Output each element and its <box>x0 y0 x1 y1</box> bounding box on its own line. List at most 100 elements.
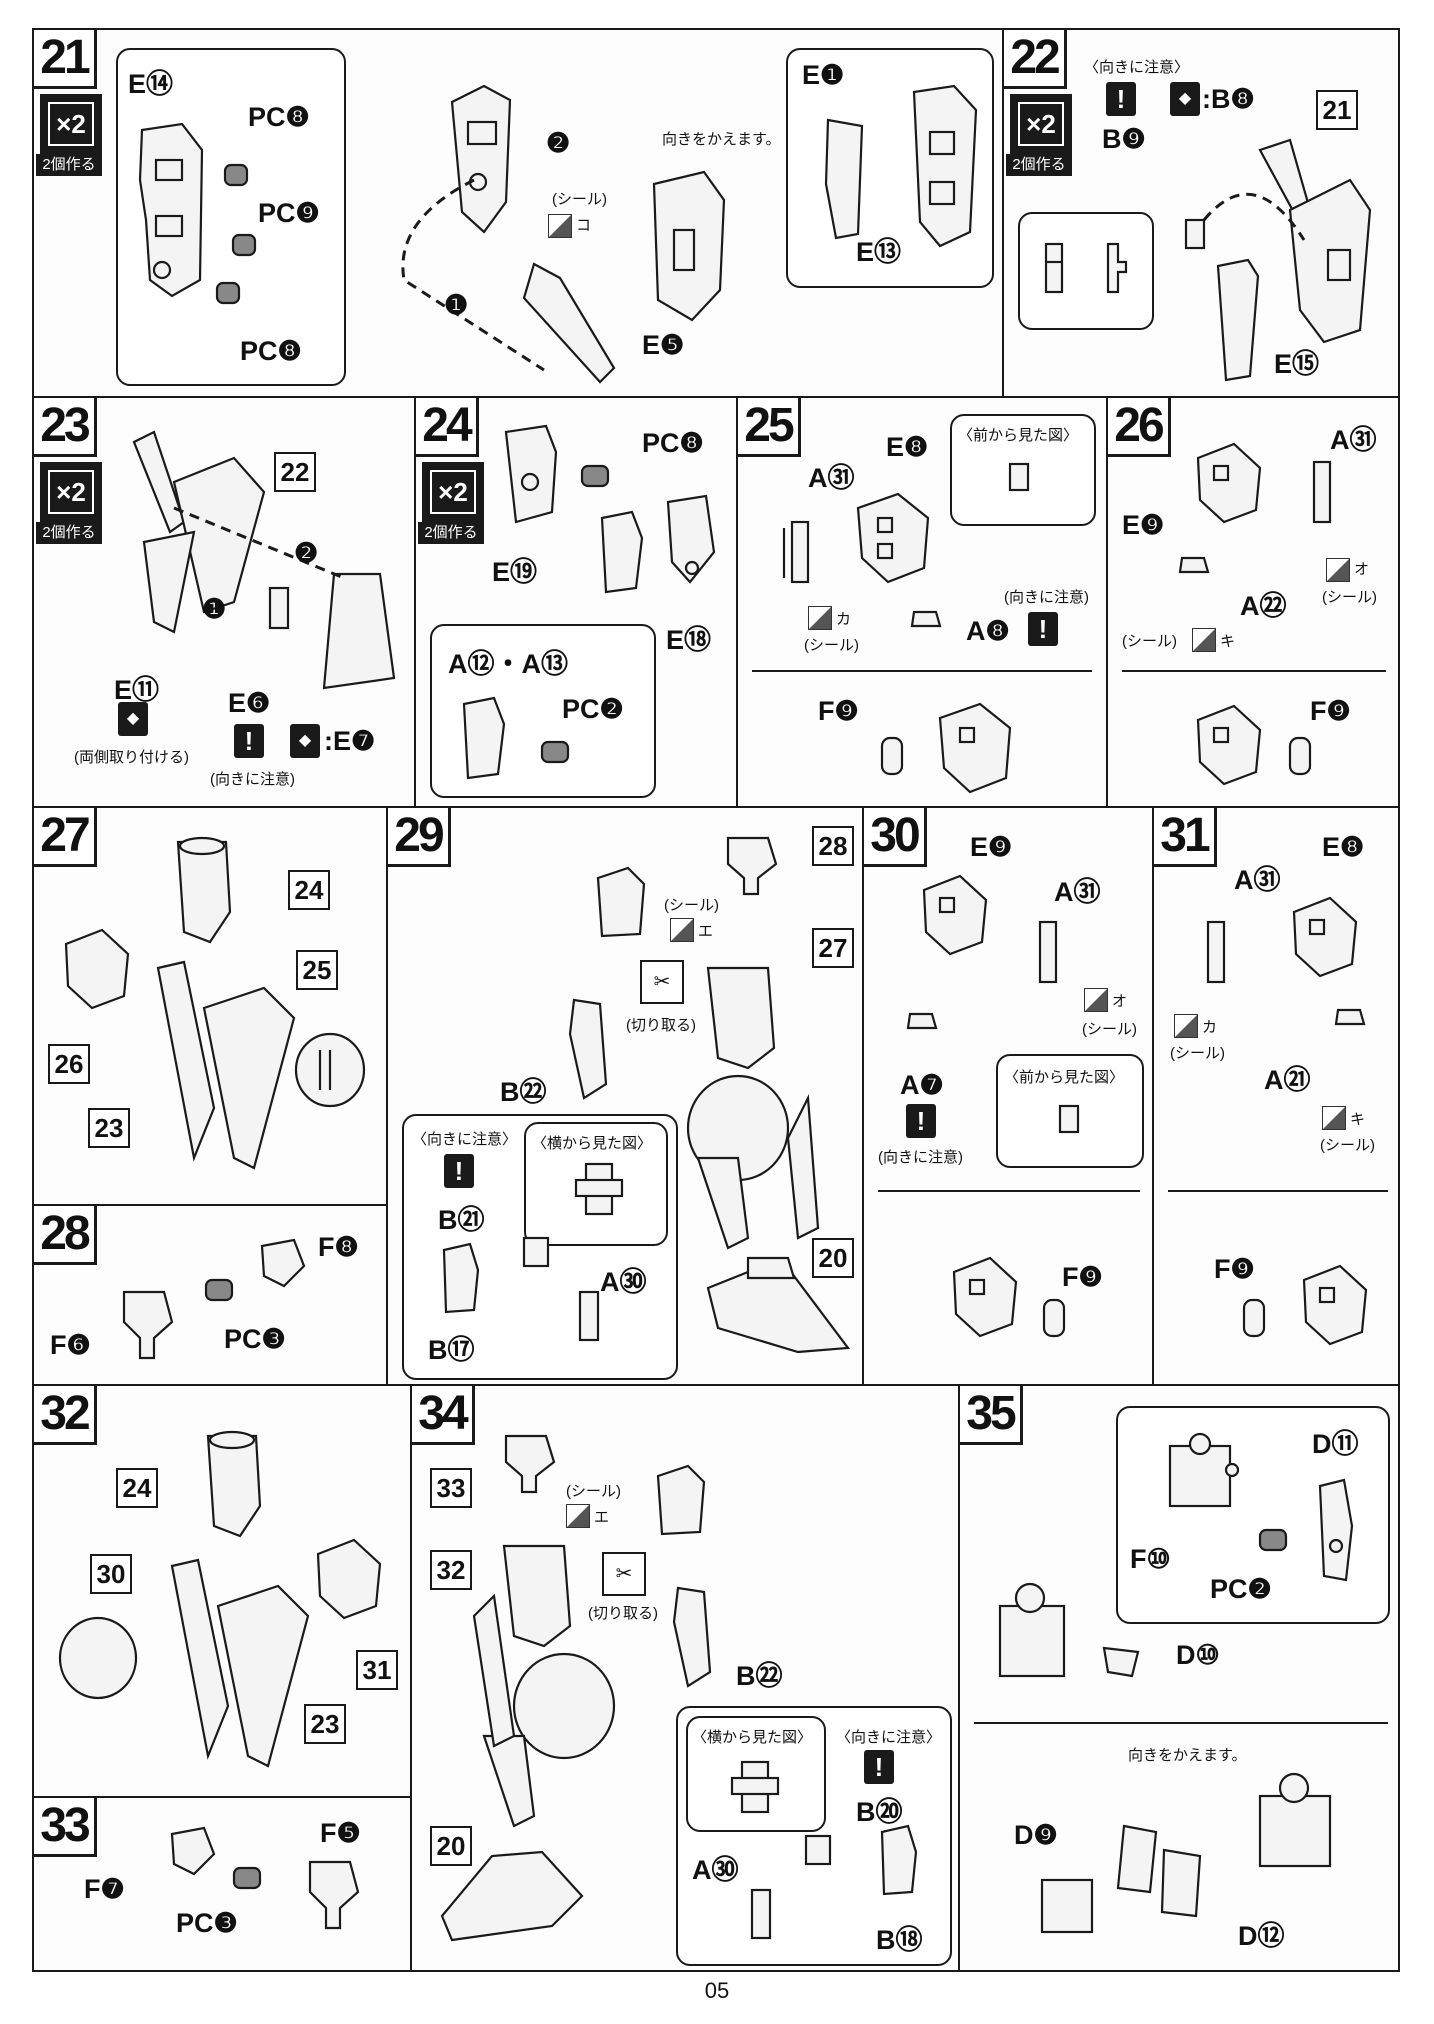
warning-icon: ! <box>864 1750 894 1784</box>
sticker-letter: エ <box>698 923 714 940</box>
step-number: 24 <box>416 398 479 457</box>
sticker-letter: エ <box>594 1509 610 1526</box>
rear-armor-part <box>322 572 396 690</box>
part-label: A❼ <box>900 1070 944 1100</box>
step-30-panel: 30 E❾ A㉛ オ (シール) A❼ ! (向きに注意) 〈前から見た図〉 F… <box>862 806 1154 1386</box>
sticker-letter: オ <box>1354 561 1370 578</box>
part-label: PC❽ <box>248 102 310 132</box>
step-number: 34 <box>412 1386 475 1445</box>
part-label: B⑳ <box>856 1797 903 1827</box>
order-mark: ❶ <box>444 290 469 320</box>
make-two-label: 2個作る <box>418 522 484 544</box>
part-label: B⑱ <box>876 1925 923 1955</box>
part-label: F❾ <box>818 696 859 726</box>
part-label: E❻ <box>228 688 271 718</box>
step-number: 33 <box>34 1798 97 1857</box>
section-divider <box>752 670 1092 672</box>
sticker-label: (シール) <box>1320 1137 1375 1154</box>
part-label: D⑪ <box>1312 1429 1359 1459</box>
ankle-socket-part <box>260 1238 306 1288</box>
leg-armor-part <box>1216 258 1260 382</box>
step-28-panel: 28 F❽ F❻ PC❸ <box>32 1204 388 1386</box>
warning-icon: ! <box>1028 612 1058 646</box>
step-34-panel: 34 33 32 20 (シール) エ ✂ (切り取る) B㉒ 〈横から見た図〉… <box>410 1384 960 1972</box>
part-label: A㉛ <box>1234 865 1281 895</box>
part-label: B㉒ <box>500 1077 547 1107</box>
rear-skirt-part <box>1040 1878 1094 1934</box>
lower-leg-assembly <box>686 966 820 1250</box>
round-armor-back <box>938 702 1012 794</box>
polycap-part <box>231 233 257 257</box>
part-label: E❾ <box>1122 510 1165 540</box>
step-number: 28 <box>34 1206 97 1265</box>
sticker-icon <box>1322 1106 1346 1130</box>
polycap-part <box>223 163 249 187</box>
polycap-part <box>1258 1528 1288 1552</box>
pin-front-part <box>1044 242 1064 294</box>
step-32-panel: 32 24 30 31 23 <box>32 1384 412 1798</box>
step-reference: 23 <box>304 1704 346 1744</box>
side-fin-part <box>672 1586 712 1688</box>
part-label: PC❷ <box>562 694 624 724</box>
part-label: PC❷ <box>1210 1574 1272 1604</box>
orientation-callout <box>1018 212 1154 330</box>
front-view-label: 〈前から見た図〉 <box>1004 1069 1125 1086</box>
sticker-label: (シール) <box>804 637 859 654</box>
part-label: A㉑ <box>1264 1065 1311 1095</box>
round-shield-part <box>58 1616 138 1700</box>
part-label: A⑫・A⑬ <box>448 649 568 679</box>
thigh-frame-part <box>138 122 204 298</box>
sticker-label: (シール) <box>1170 1045 1225 1062</box>
step-25-panel: 25 A㉛ E❽ 〈前から見た図〉 カ (シール) (向きに注意) A❽ ! F… <box>736 396 1108 808</box>
step-reference: 23 <box>88 1108 130 1148</box>
step-reference: 24 <box>116 1468 158 1508</box>
ankle-joint-part <box>308 1860 360 1930</box>
peg-part <box>750 1888 772 1940</box>
times-two-badge: ×2 <box>1010 94 1072 156</box>
polycap-part <box>540 740 570 764</box>
step-29-panel: 29 28 27 20 (シール) エ ✂ (切り取る) B㉒ 〈向きに注意〉 … <box>386 806 864 1386</box>
step-number: 22 <box>1004 30 1067 89</box>
step-number: 23 <box>34 398 97 457</box>
part-label: PC❽ <box>240 336 302 366</box>
cap-part <box>880 736 904 776</box>
order-mark: ❶ <box>202 594 227 624</box>
section-divider <box>974 1722 1388 1724</box>
upper-leg-assembly <box>1258 138 1372 344</box>
heel-part <box>880 1824 918 1896</box>
sticker-icon <box>1174 1014 1198 1038</box>
step-number: 26 <box>1108 398 1171 457</box>
part-label: E❾ <box>970 832 1013 862</box>
section-divider <box>878 1190 1140 1192</box>
hip-assembly-rear <box>1258 1772 1332 1868</box>
part-label: B⑰ <box>428 1335 475 1365</box>
ankle-socket-part <box>170 1826 216 1876</box>
leg-assembly <box>132 430 266 634</box>
front-view-part <box>1008 462 1030 492</box>
step-number: 25 <box>738 398 801 457</box>
step-reference: 25 <box>296 950 338 990</box>
small-tab-part <box>268 586 290 630</box>
part-label: F❼ <box>84 1874 125 1904</box>
ankle-joint-part <box>726 836 778 896</box>
side-fin-part <box>568 998 608 1100</box>
side-view-part <box>574 1162 624 1216</box>
make-two-label: 2個作る <box>36 154 102 176</box>
sticker-icon <box>548 214 572 238</box>
careful-direction-label: 〈向きに注意〉 <box>1084 59 1190 76</box>
part-label: E❽ <box>886 432 929 462</box>
part-label: B㉒ <box>736 1661 783 1691</box>
pin-side-part <box>1106 242 1128 294</box>
cut-off-icon: ✂ <box>640 960 684 1004</box>
polycap-part <box>215 281 241 305</box>
part-label: E⑭ <box>128 69 174 99</box>
step-number: 35 <box>960 1386 1023 1445</box>
side-armor-part <box>1318 1478 1354 1582</box>
part-label: F❻ <box>50 1330 91 1360</box>
cap-part <box>1042 1298 1066 1338</box>
round-armor-part <box>856 492 930 584</box>
small-clip-part <box>1102 1646 1140 1678</box>
sticker-icon <box>1192 628 1216 652</box>
connector-part <box>804 1834 832 1866</box>
sticker-letter: カ <box>836 611 852 628</box>
